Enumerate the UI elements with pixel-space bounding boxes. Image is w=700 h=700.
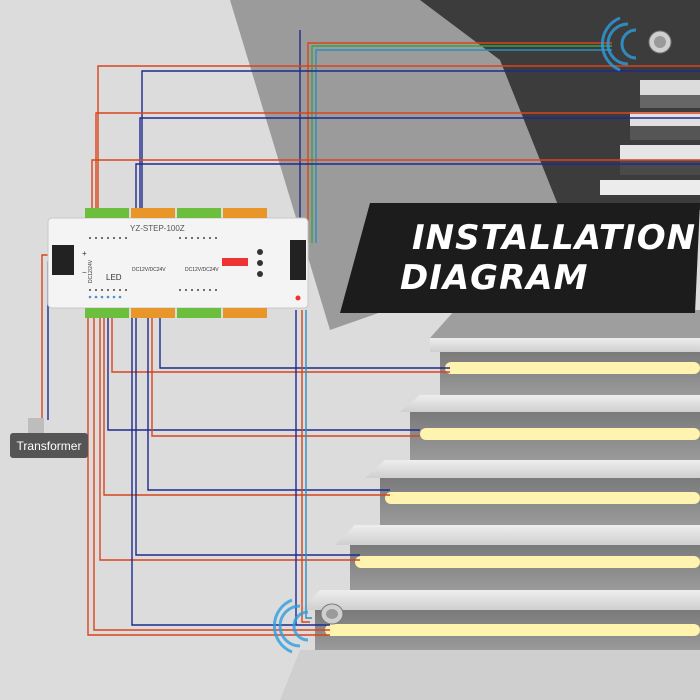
wire-top-sensor-red <box>307 42 612 243</box>
led-indicator-dots <box>88 295 122 299</box>
terminal-top-2 <box>131 208 175 218</box>
button-1 <box>257 249 263 255</box>
led-strip-1 <box>445 362 700 374</box>
button-3 <box>257 271 263 277</box>
wire-step-a <box>97 65 700 210</box>
terminal-bottom-3 <box>177 308 221 318</box>
title-line-2: DIAGRAM <box>400 258 589 298</box>
led-strip-3 <box>385 492 700 504</box>
terminal-top-1 <box>85 208 129 218</box>
title-line-1: INSTALLATION <box>412 218 697 258</box>
led-strip-4 <box>355 556 700 568</box>
voltage-label-1: DC12V/DC24V <box>132 267 166 273</box>
led-strip-5 <box>325 624 700 636</box>
led-strip-2 <box>420 428 700 440</box>
controller-board: YZ-STEP-100Z DC12V/DC24V DC12V/DC24V LED… <box>47 208 309 318</box>
pin-dots <box>89 237 217 291</box>
wire-top-sensor-teal <box>315 49 612 243</box>
sensor-port <box>290 240 306 280</box>
terminal-top-4 <box>223 208 267 218</box>
controller-model-label: YZ-STEP-100Z <box>130 224 185 233</box>
bottom-sensor <box>272 598 344 654</box>
mode-switch <box>222 258 248 266</box>
indicator-led <box>295 295 301 301</box>
title-banner <box>340 203 700 313</box>
terminal-top-3 <box>177 208 221 218</box>
terminal-bottom-1 <box>85 308 129 318</box>
power-input-terminal <box>52 245 74 275</box>
terminal-bottom-2 <box>131 308 175 318</box>
wiring <box>29 30 700 636</box>
led-label: LED <box>106 273 122 282</box>
transformer-label: Transformer <box>10 433 88 458</box>
button-2 <box>257 260 263 266</box>
voltage-label-2: DC12V/DC24V <box>185 267 219 273</box>
wire-top-sensor-green <box>311 45 612 243</box>
input-voltage-label: DC12/24V <box>88 259 94 283</box>
terminal-bottom-4 <box>223 308 267 318</box>
upper-steps <box>600 80 700 195</box>
led-strips <box>325 362 700 636</box>
top-sensor <box>600 16 672 72</box>
polarity-plus: + <box>82 249 87 258</box>
polarity-minus: − <box>82 268 87 277</box>
lower-steps <box>280 310 700 700</box>
